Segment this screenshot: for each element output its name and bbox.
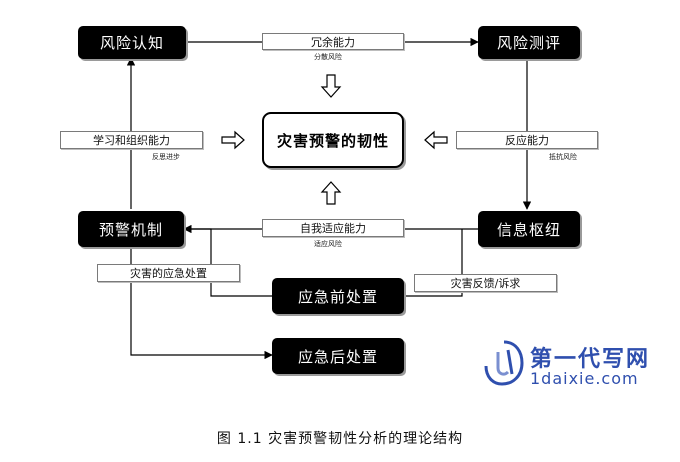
edge-warning-to-post: [130, 247, 273, 360]
edge-warning-to-pre: [184, 228, 272, 297]
block-arrow-down: [320, 74, 342, 98]
node-warning-mechanism: 预警机制: [78, 211, 184, 247]
node-risk-assessment: 风险测评: [478, 26, 580, 59]
block-arrow-up: [320, 181, 342, 205]
figure-caption: 图 1.1 灾害预警韧性分析的理论结构: [216, 431, 464, 447]
node-info-hub: 信息枢纽: [478, 211, 580, 247]
watermark-cn: 第一代写网: [530, 347, 651, 372]
note-adapt-risk: 适应风险: [314, 240, 342, 248]
node-risk-cognition: 风险认知: [78, 26, 186, 59]
center-resilience: 灾害预警的韧性: [262, 112, 404, 168]
label-redundancy: 冗余能力: [262, 33, 404, 50]
edge-hub-to-pre: [404, 229, 463, 297]
watermark-en: 1daixie.com: [530, 369, 639, 388]
label-adaptation: 自我适应能力: [262, 219, 404, 237]
note-reflect-progress: 反思进步: [152, 153, 180, 161]
label-feedback: 灾害反馈/诉求: [414, 274, 557, 292]
watermark-logo-icon: [484, 340, 524, 386]
block-arrow-left: [424, 130, 448, 150]
node-pre-emergency: 应急前处置: [272, 278, 404, 314]
note-disperse-risk: 分散风险: [314, 53, 342, 61]
block-arrow-right: [221, 130, 245, 150]
label-learning: 学习和组织能力: [60, 131, 203, 149]
node-post-emergency: 应急后处置: [272, 338, 404, 374]
label-disaster-handling: 灾害的应急处置: [97, 264, 240, 282]
note-resist-risk: 抵抗风险: [549, 153, 577, 161]
label-response: 反应能力: [456, 131, 598, 149]
